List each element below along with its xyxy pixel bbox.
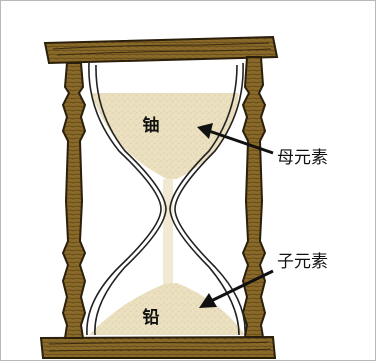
bottom-wooden-board [39, 335, 277, 359]
lower-sand [89, 283, 245, 335]
lead-label: 铅 [143, 307, 160, 328]
daughter-element-label: 子元素 [277, 252, 328, 272]
sand-stream [163, 179, 173, 299]
right-post [241, 56, 267, 338]
parent-element-label: 母元素 [277, 148, 328, 168]
top-wooden-board [43, 35, 279, 65]
parent-arrow [197, 123, 274, 155]
left-post [61, 62, 87, 339]
upper-sand [91, 93, 239, 179]
daughter-arrow [199, 269, 274, 308]
glass-bulb [86, 62, 246, 336]
uranium-label: 铀 [143, 115, 160, 136]
